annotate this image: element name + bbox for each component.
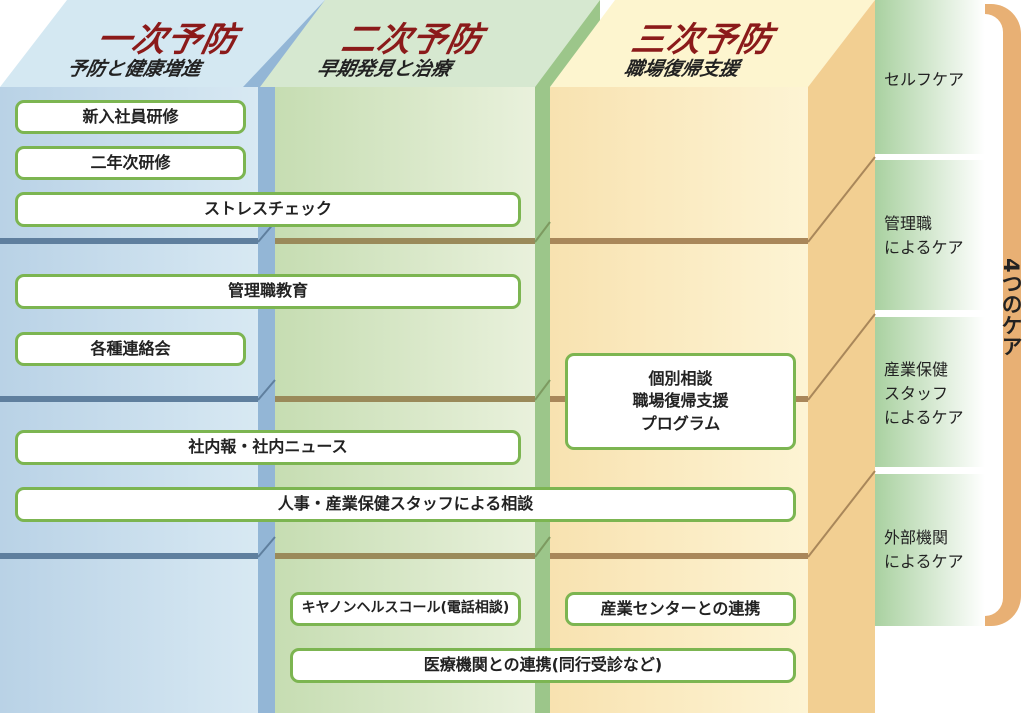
care-external: 外部機関 によるケア (884, 526, 964, 574)
care-staff: 産業保健 スタッフ によるケア (884, 358, 964, 430)
col1-subtitle: 予防と健康増進 (65, 58, 204, 80)
box-health-call: キヤノンヘルスコール(電話相談) (290, 592, 521, 626)
care-external-line2: によるケア (884, 552, 964, 571)
box-manager-education: 管理職教育 (15, 274, 521, 309)
col1-top (0, 0, 325, 87)
care-manager: 管理職 によるケア (884, 212, 964, 260)
col3-top (550, 0, 875, 87)
care-external-line1: 外部機関 (884, 528, 949, 547)
care-self-label: セルフケア (884, 70, 965, 89)
box-newsletter: 社内報・社内ニュース (15, 430, 521, 465)
individual-line-3: プログラム (640, 413, 721, 433)
care-staff-line1: 産業保健 (884, 360, 949, 379)
col2-top (260, 0, 600, 87)
box-second-year-training: 二年次研修 (15, 146, 246, 180)
box-new-employee-training: 新入社員研修 (15, 100, 246, 134)
four-cares-label: 4つのケア (999, 258, 1023, 357)
care-manager-line2: によるケア (884, 238, 964, 257)
box-hr-consultation: 人事・産業保健スタッフによる相談 (15, 487, 796, 522)
box-individual-consultation: 個別相談 職場復帰支援 プログラム (565, 353, 796, 450)
col2-subtitle: 早期発見と治療 (315, 58, 454, 80)
care-manager-line1: 管理職 (884, 214, 933, 233)
bracket-inner (985, 14, 1003, 616)
individual-line-1: 個別相談 (648, 368, 713, 388)
col3-subtitle: 職場復帰支援 (622, 58, 742, 80)
care-self: セルフケア (884, 68, 964, 92)
care-staff-line3: によるケア (884, 408, 964, 427)
box-stress-check: ストレスチェック (15, 192, 521, 227)
box-liaison-meetings: 各種連絡会 (15, 332, 246, 366)
individual-line-2: 職場復帰支援 (632, 391, 729, 411)
box-medical-cooperation: 医療機関との連携(同行受診など) (290, 648, 796, 683)
care-staff-line2: スタッフ (884, 384, 949, 403)
box-center-cooperation: 産業センターとの連携 (565, 592, 796, 626)
